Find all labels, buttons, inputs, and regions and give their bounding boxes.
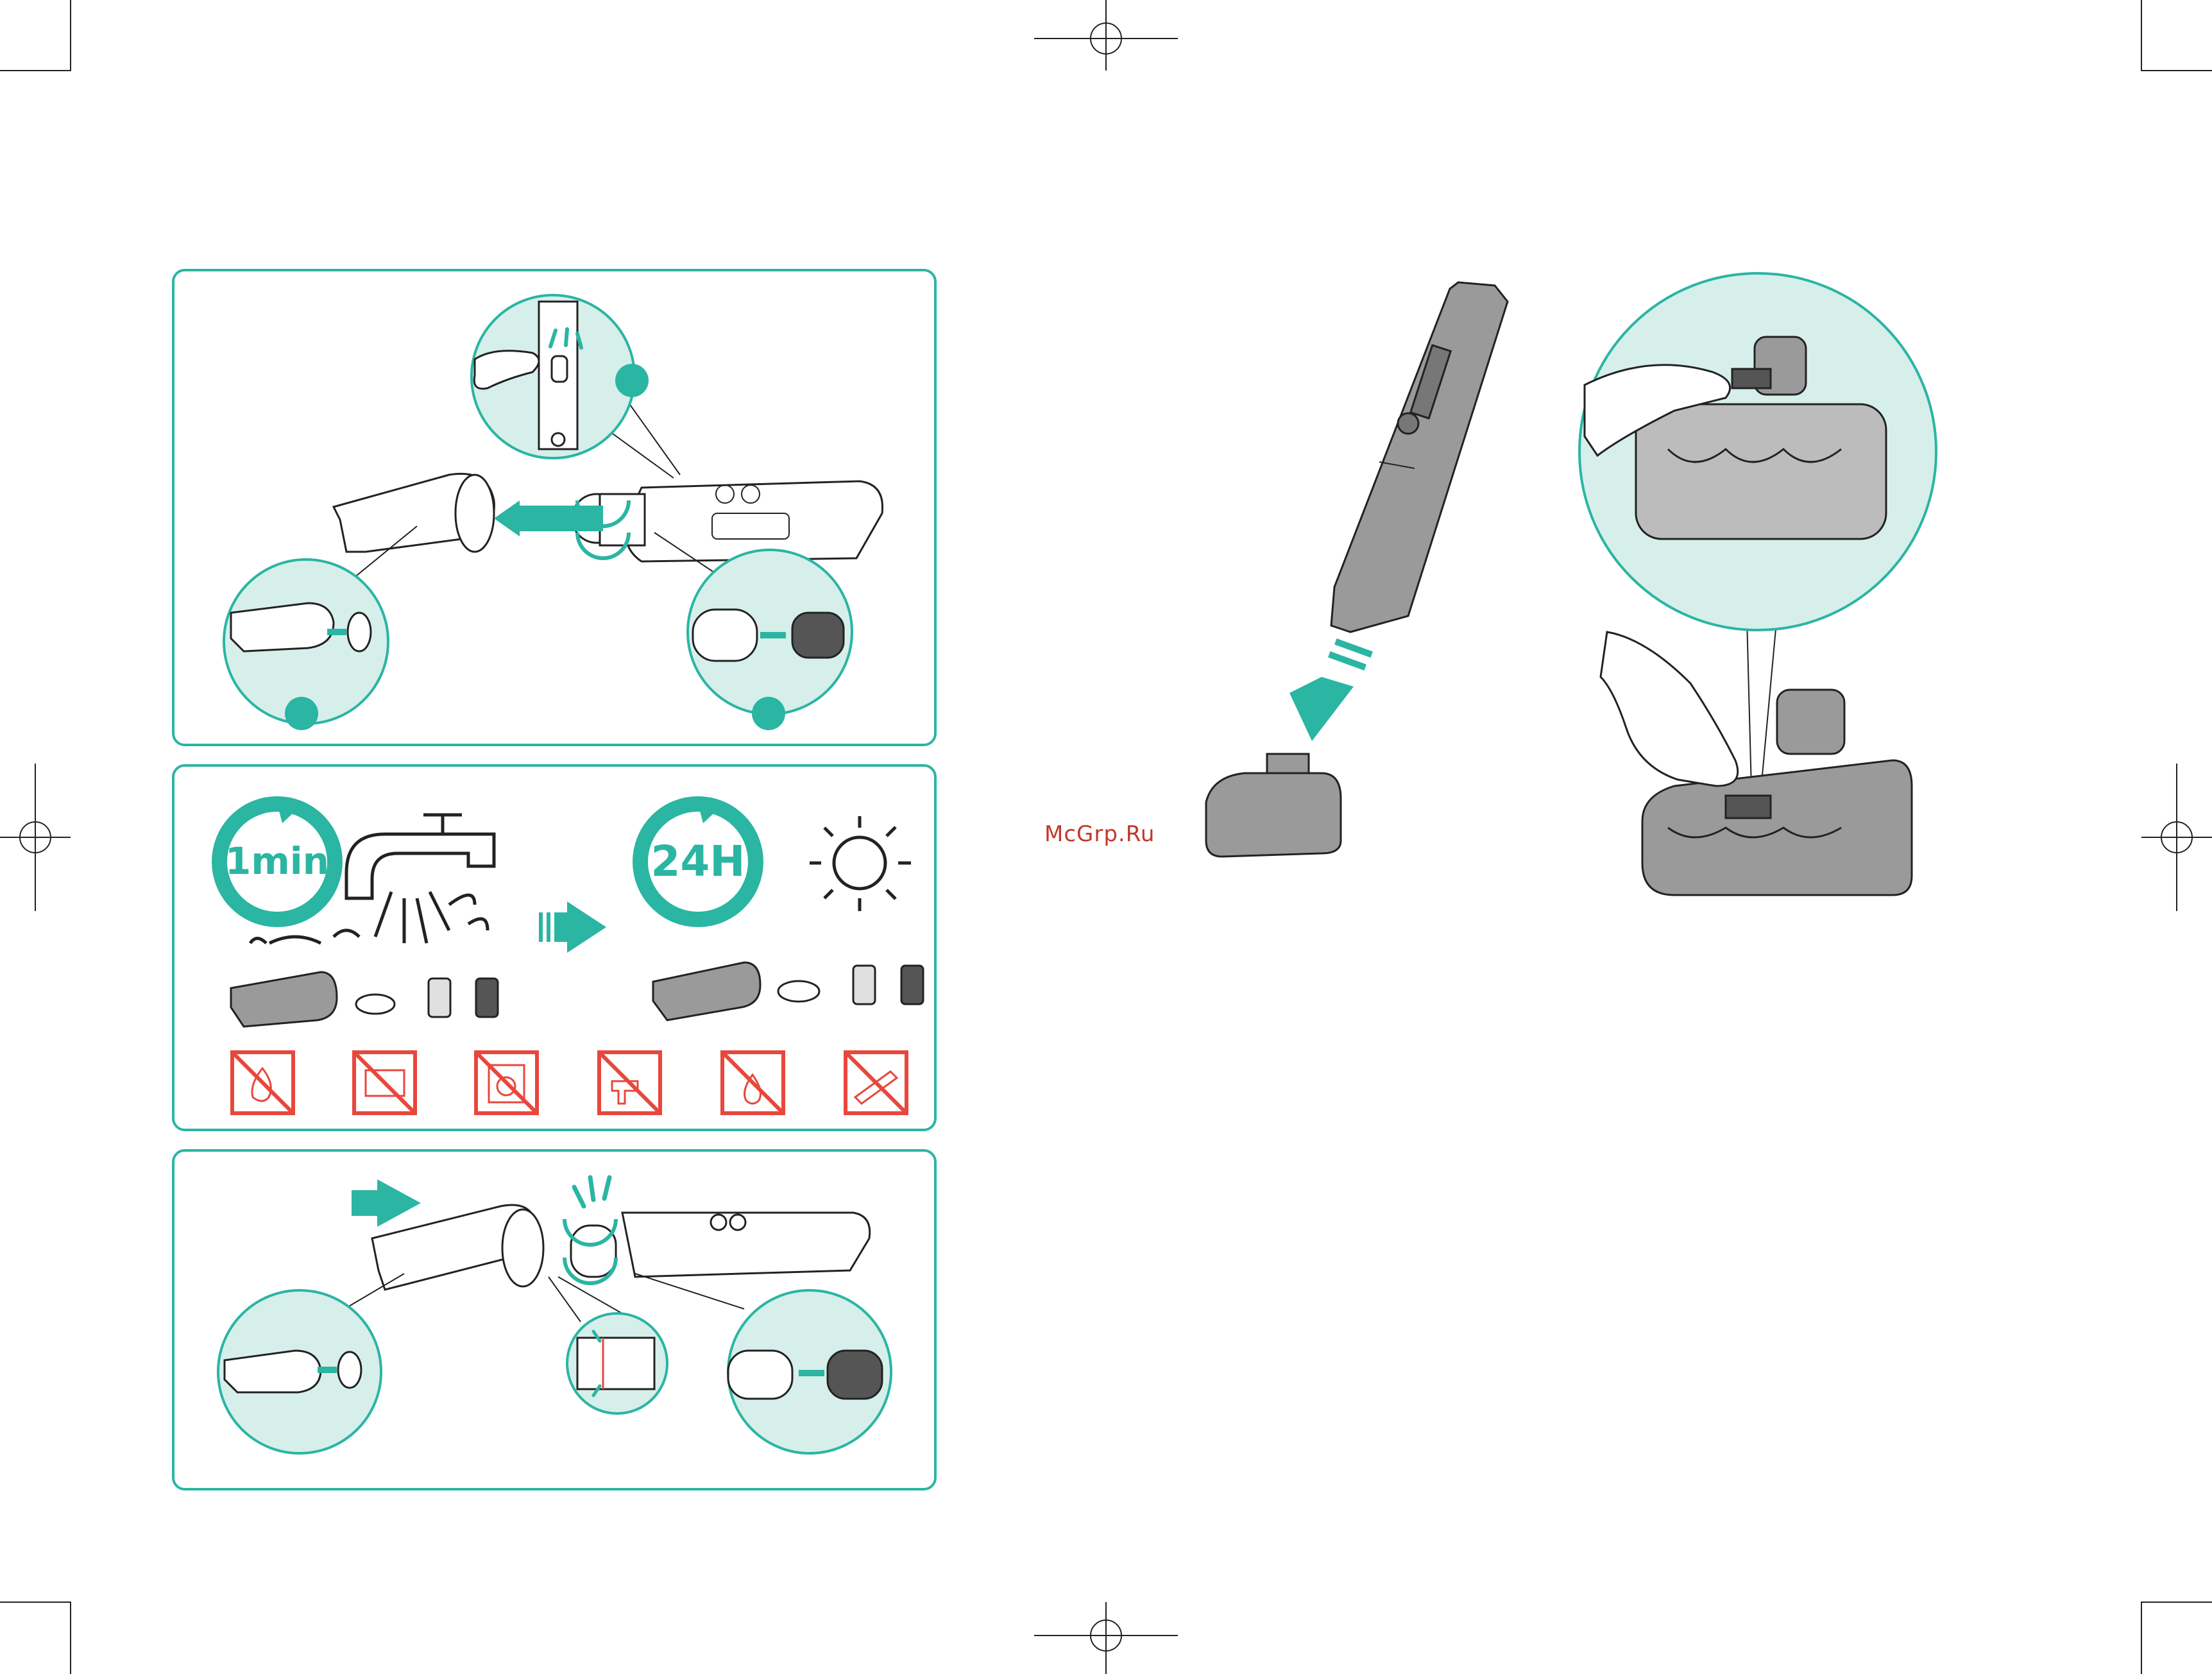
step-dot [285,697,318,730]
registration-mark-top [1034,0,1178,71]
step-dot [615,364,649,397]
watermark: McGrp.Ru [1044,821,1155,847]
callout-container-detach [224,526,417,730]
dry-time-badge: 24H [640,799,756,919]
callout-filter-removal [654,533,852,730]
no-dishwasher-brush-icon [846,1052,906,1113]
handheld-unit [572,481,883,561]
vacuum-stick [1331,282,1508,632]
sun-icon [810,816,911,911]
step-dot [752,697,785,730]
callout-latch [549,1277,667,1414]
no-washing-machine-icon [476,1052,537,1113]
insert-arrow-icon [0,1179,421,1227]
next-step-arrow-icon [539,901,606,953]
no-hair-dryer-icon [599,1052,660,1113]
no-fire-icon [232,1052,293,1113]
dried-parts [653,962,923,1020]
dust-container [334,474,494,552]
wash-time-label: 1min [225,839,329,883]
registration-mark-right [2141,764,2212,911]
registration-mark-bottom [1034,1602,1178,1674]
no-hot-water-icon [722,1052,783,1113]
click-lines-icon [574,1177,609,1206]
reassembled-unit [372,1205,870,1290]
callout-container-attach [218,1274,404,1453]
dry-time-label: 24H [651,837,745,886]
turbo-brush-head [1206,754,1341,857]
panel-wash-dry: 1min [173,765,935,1130]
wash-time-badge: 1min [219,799,335,919]
registration-mark-left [0,764,71,911]
callout-filter-install [635,1274,891,1453]
panel-disassemble [173,270,935,745]
panel-reassemble [0,1150,935,1489]
prohibition-row [232,1052,906,1113]
attach-arrow-icon [1289,638,1373,741]
callout-release-button [472,295,680,478]
right-page-illustrations: McGrp.Ru [1206,273,1936,895]
no-microwave-icon [354,1052,415,1113]
washed-parts [231,972,498,1027]
